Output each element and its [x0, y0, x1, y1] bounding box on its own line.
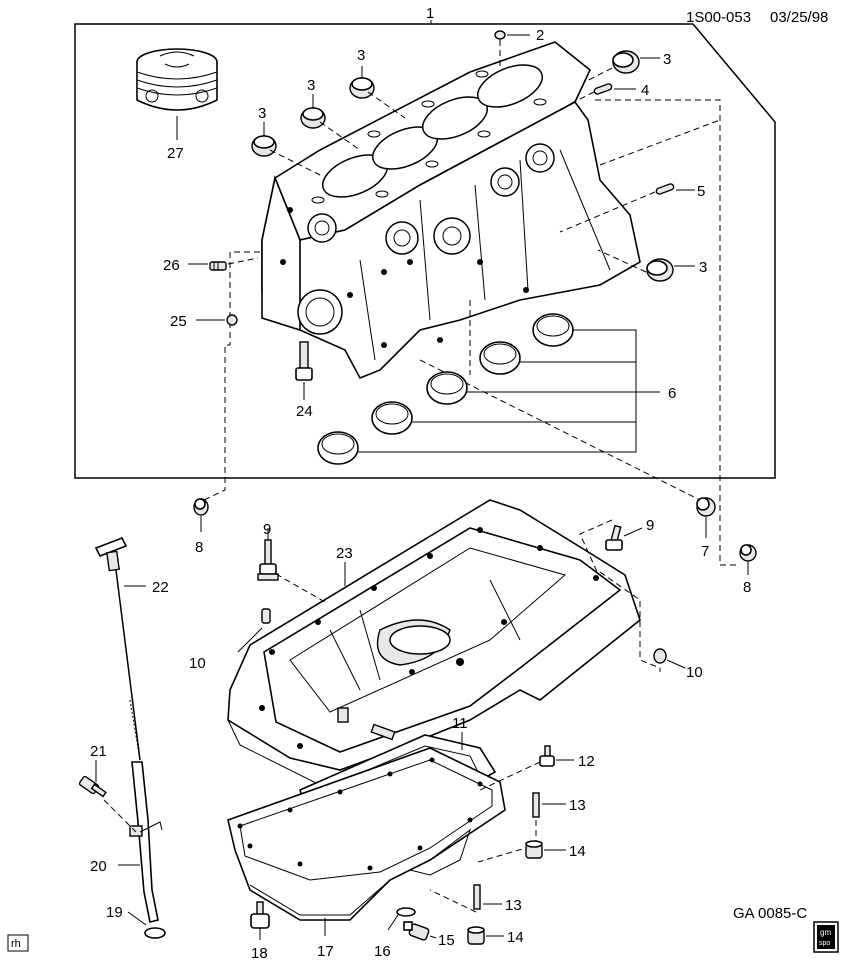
main-bearing-icons	[317, 313, 574, 465]
callout-27: 27	[167, 145, 184, 162]
dash-8a	[203, 251, 260, 501]
callout-4: 4	[641, 82, 649, 99]
callout-15: 15	[438, 932, 455, 949]
callout-labels: 1 2 3 3 3 3 3 4 5 6 7 8 8 9 9 10 10 11 1…	[90, 5, 751, 960]
upper-oil-pan-illustration	[227, 499, 641, 791]
callout-22: 22	[152, 579, 169, 596]
leader-10b	[666, 659, 686, 669]
callout-10a: 10	[189, 655, 206, 672]
piston-illustration	[136, 48, 218, 111]
callout-16: 16	[374, 943, 391, 960]
dash-3c	[367, 91, 406, 119]
callout-23: 23	[336, 545, 353, 562]
callout-11: 11	[452, 715, 468, 732]
callout-9b: 9	[646, 517, 654, 534]
dash-3d	[584, 67, 613, 83]
leader-15	[429, 935, 437, 939]
plug-2-icon	[494, 30, 506, 40]
leader-9b	[623, 527, 643, 537]
callout-19: 19	[106, 904, 123, 921]
callout-3c: 3	[357, 47, 365, 64]
dowel-pin-5-icon	[655, 183, 675, 195]
stud-13b-icon	[473, 884, 481, 910]
dowel-pin-4-icon	[593, 83, 613, 95]
dash-9a	[275, 573, 326, 603]
callout-6: 6	[668, 385, 676, 402]
callout-10b: 10	[686, 664, 703, 681]
dash-3e	[597, 249, 647, 273]
callout-7: 7	[701, 543, 709, 560]
callout-21: 21	[90, 743, 107, 760]
dash-13b	[429, 889, 477, 913]
callout-25: 25	[170, 313, 187, 330]
dowel-10a-icon	[261, 608, 271, 624]
bolt-24-icon	[295, 341, 313, 381]
dash-block-corner	[599, 119, 721, 166]
dash-26	[227, 257, 259, 265]
callout-18: 18	[251, 945, 268, 960]
callout-20: 20	[90, 858, 107, 875]
gm-spo-logo: gm spo	[813, 921, 839, 953]
dowel-10b-icon	[653, 648, 667, 664]
callout-8b: 8	[743, 579, 751, 596]
dash-8b	[595, 99, 740, 566]
leader-6-outer	[358, 329, 637, 453]
callout-14b: 14	[507, 929, 524, 946]
dipstick-illustration	[94, 536, 141, 761]
callout-3e: 3	[699, 259, 707, 276]
figure-code: GA 0085-C	[733, 905, 807, 922]
callout-9a: 9	[263, 521, 271, 538]
corner-tag: rh	[11, 938, 21, 950]
dash-9b	[579, 519, 613, 575]
callout-13b: 13	[505, 897, 522, 914]
dipstick-tube-illustration	[129, 761, 166, 939]
callout-13a: 13	[569, 797, 586, 814]
bolt-9b-icon	[605, 524, 623, 551]
nut-14a-icon	[525, 840, 543, 859]
leader-10a	[237, 627, 263, 653]
dash-3b	[319, 121, 361, 151]
callout-12: 12	[578, 753, 595, 770]
callout-24: 24	[296, 403, 313, 420]
cylinder-block-illustration	[261, 41, 641, 380]
callout-3a: 3	[258, 105, 266, 122]
dash-4	[569, 91, 595, 105]
plug-7-icon	[696, 497, 716, 517]
leader-16	[387, 914, 399, 931]
callout-26: 26	[163, 257, 180, 274]
stud-26-icon	[209, 261, 227, 271]
washer-16-icon	[396, 907, 416, 917]
bolt-9a-icon	[257, 539, 279, 581]
document-code: 1S00-053	[686, 9, 751, 26]
callout-5: 5	[697, 183, 705, 200]
logo-bottom-text: spo	[819, 940, 830, 947]
corner-tag-box	[7, 934, 29, 952]
callout-1: 1	[426, 5, 434, 22]
bolt-21-icon	[78, 775, 107, 798]
stud-13a-icon	[532, 792, 540, 818]
plug-8b-icon	[739, 544, 757, 562]
leader-19	[127, 911, 147, 926]
bolt-12-icon	[539, 745, 555, 767]
callout-14a: 14	[569, 843, 586, 860]
drain-plug-15-icon	[403, 921, 430, 941]
dash-10b	[599, 571, 661, 672]
nut-14b-icon	[467, 926, 485, 945]
callout-2: 2	[536, 27, 544, 44]
dash-5	[559, 191, 656, 233]
logo-top-text: gm	[820, 928, 831, 937]
plug-25-icon	[226, 314, 238, 326]
callout-8a: 8	[195, 539, 203, 556]
bolt-18-icon	[250, 901, 270, 929]
lower-oil-pan-illustration	[227, 747, 506, 921]
callout-17: 17	[317, 943, 334, 960]
engine-block-frame	[74, 23, 776, 479]
dash-12	[479, 761, 541, 791]
callout-3b: 3	[307, 77, 315, 94]
document-date: 03/25/98	[770, 9, 828, 26]
callout-3d: 3	[663, 51, 671, 68]
dash-21	[103, 799, 137, 833]
plug-8a-icon	[193, 498, 209, 516]
